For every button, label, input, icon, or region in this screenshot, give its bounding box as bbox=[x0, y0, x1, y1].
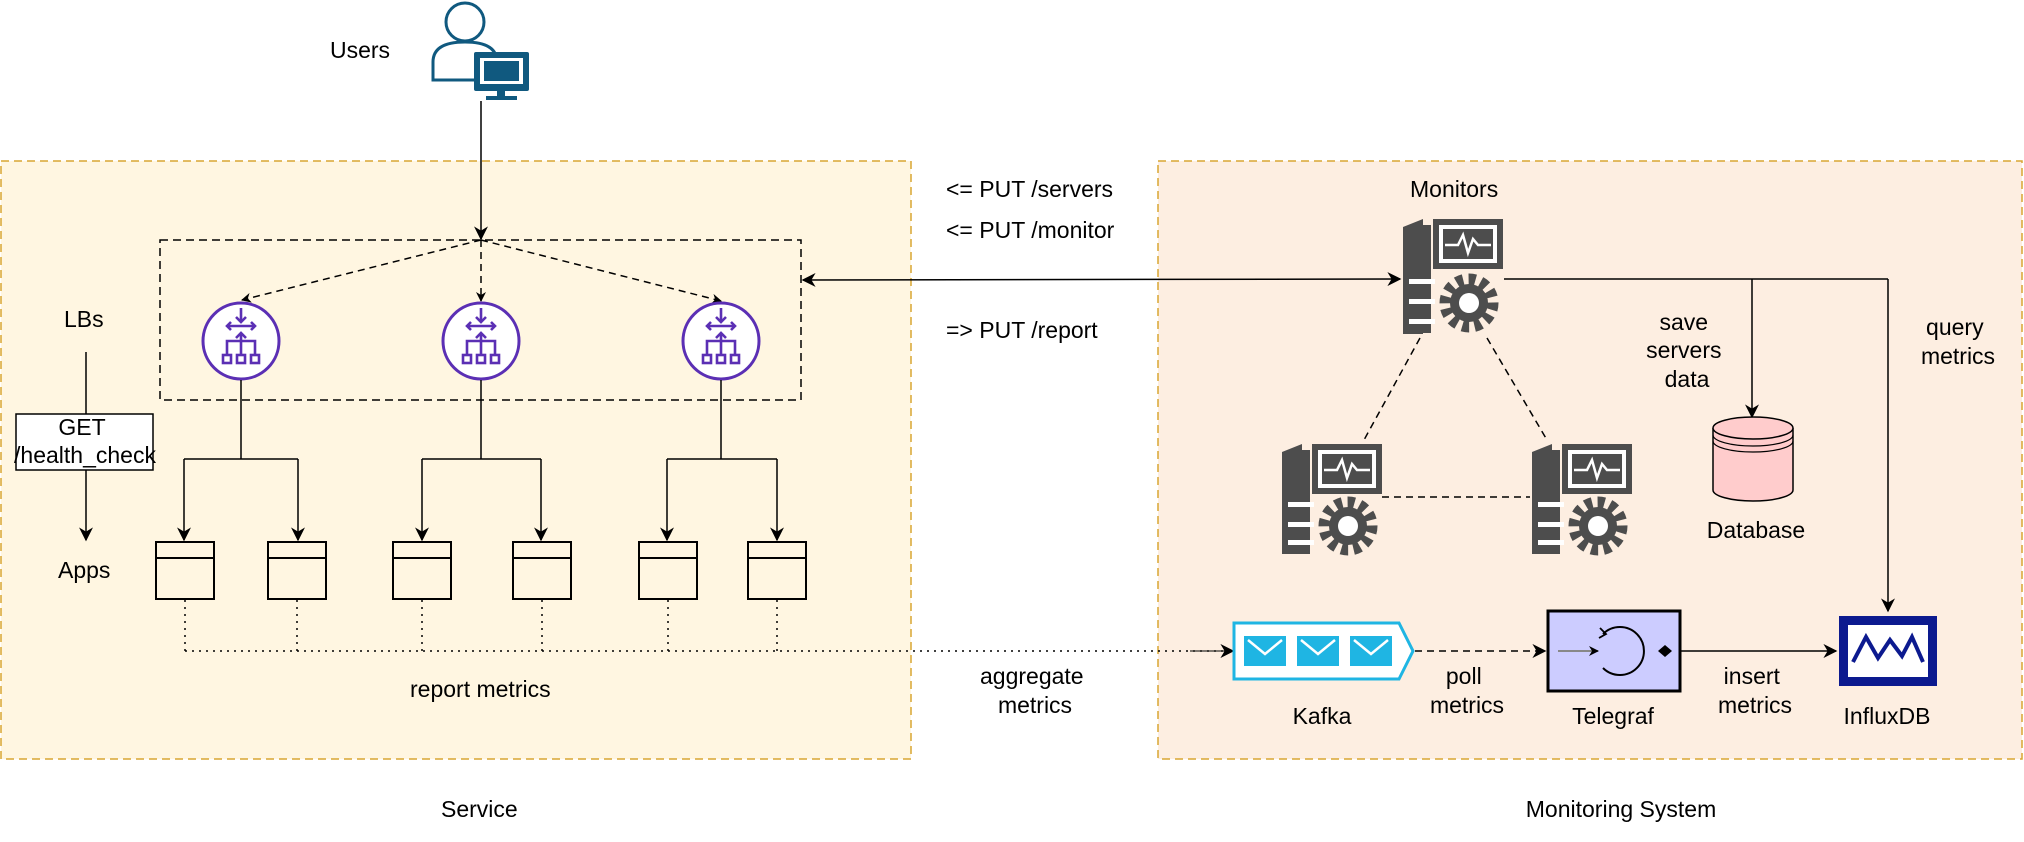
poll-metrics-label: poll metrics bbox=[1430, 663, 1504, 718]
health-check-label: GET /health_check bbox=[14, 414, 156, 468]
database-label: Database bbox=[1707, 517, 1805, 543]
load-balancer-icon bbox=[201, 301, 281, 381]
service-label: Service bbox=[441, 796, 518, 822]
telegraf-icon bbox=[1546, 609, 1682, 693]
save-servers-data-label: save servers data bbox=[1646, 309, 1728, 392]
server-monitor-gear-icon bbox=[1532, 444, 1632, 556]
lbs-label: LBs bbox=[64, 306, 104, 332]
server-monitor-gear-icon bbox=[1403, 219, 1503, 334]
insert-metrics-label: insert metrics bbox=[1718, 663, 1792, 718]
health-check-box bbox=[15, 413, 154, 471]
monitor-outbound-arrows bbox=[1504, 278, 1895, 613]
app-box bbox=[155, 541, 215, 600]
put-servers-label: <= PUT /servers bbox=[946, 176, 1113, 202]
lbs-monitors-arrow bbox=[801, 272, 1402, 287]
influxdb-label: InfluxDB bbox=[1844, 703, 1931, 729]
user-computer-icon bbox=[431, 1, 529, 100]
database-cylinder-icon bbox=[1712, 416, 1794, 502]
aggregate-metrics-label: aggregate metrics bbox=[980, 663, 1090, 718]
app-box bbox=[747, 541, 807, 600]
put-report-label: => PUT /report bbox=[946, 317, 1098, 343]
monitoring-system-label: Monitoring System bbox=[1526, 796, 1716, 822]
lb-to-app-connectors bbox=[177, 380, 784, 542]
users-label: Users bbox=[330, 37, 390, 63]
influxdb-icon bbox=[1839, 616, 1937, 686]
apps-label: Apps bbox=[58, 557, 110, 583]
monitor-cluster-links bbox=[1363, 337, 1548, 498]
query-metrics-label: query metrics bbox=[1921, 314, 1995, 369]
report-metrics-lines bbox=[184, 600, 1232, 652]
lb-fanout-arrows bbox=[241, 239, 722, 304]
kafka-label: Kafka bbox=[1293, 703, 1352, 729]
server-monitor-gear-icon bbox=[1282, 444, 1382, 556]
put-monitor-label: <= PUT /monitor bbox=[946, 217, 1115, 243]
app-instances bbox=[155, 541, 807, 600]
message-queue-icon bbox=[1232, 621, 1415, 681]
monitors-label: Monitors bbox=[1410, 176, 1498, 202]
telegraf-label: Telegraf bbox=[1572, 703, 1654, 729]
app-box bbox=[392, 541, 452, 600]
app-box bbox=[267, 541, 327, 600]
report-metrics-label: report metrics bbox=[410, 676, 551, 702]
app-box bbox=[638, 541, 698, 600]
load-balancer-icon bbox=[441, 301, 521, 381]
load-balancer-icon bbox=[681, 301, 761, 381]
app-box bbox=[512, 541, 572, 600]
